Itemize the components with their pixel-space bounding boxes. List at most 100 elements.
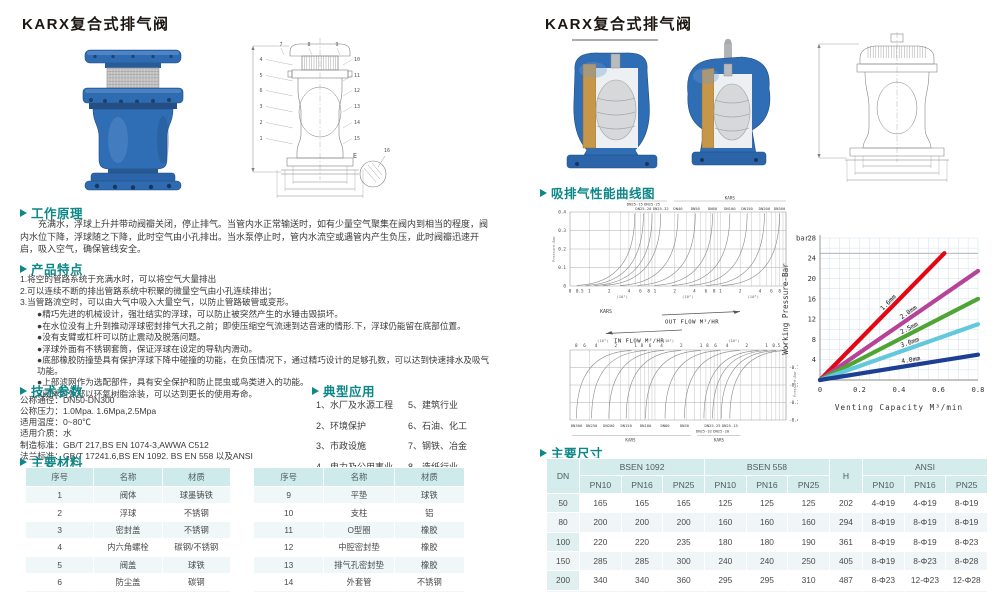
column-header: ANSI: [861, 457, 989, 477]
section-title: 技术参数: [31, 385, 84, 399]
drawing-callout: 6: [259, 88, 262, 94]
svg-text:8: 8: [778, 289, 781, 295]
svg-text:(10²): (10²): [663, 338, 674, 343]
arrow-icon: [20, 264, 27, 273]
svg-text:Pressure-Bar: Pressure-Bar: [793, 370, 797, 397]
table-cell: 8-Φ23: [945, 531, 988, 552]
table-cell: 340: [579, 570, 622, 591]
column-header: PN16: [903, 475, 947, 494]
drawing-callout: 15: [354, 136, 360, 142]
table-cell: 200: [662, 512, 705, 533]
table-cell: 220: [620, 531, 664, 552]
feature-item: ●上部滤网作为选配部件，具有安全保护和防止昆虫或鸟类进入的功能。: [37, 377, 309, 388]
section-header-working-principle: 工作原理: [20, 203, 83, 222]
table-cell: 285: [620, 550, 664, 572]
table-cell: 排气孔密封垫: [323, 555, 395, 574]
svg-text:Pressure-Bar: Pressure-Bar: [552, 235, 556, 262]
svg-text:Venting Capacity M³/min: Venting Capacity M³/min: [835, 403, 963, 412]
table-cell: 不锈钢: [393, 572, 466, 592]
table-header-row: 序号名称材质: [24, 467, 232, 487]
drawing-callout: 1: [259, 136, 262, 142]
svg-text:1: 1: [654, 289, 657, 295]
column-header: 材质: [393, 467, 466, 487]
column-header: 序号: [252, 467, 325, 487]
svg-text:20: 20: [808, 275, 816, 283]
table-cell: 8-Φ23: [903, 550, 947, 572]
section-header-applications: 典型应用: [312, 381, 375, 400]
svg-text:4: 4: [628, 289, 631, 295]
svg-text:DN25-20: DN25-20: [635, 206, 652, 211]
svg-text:DN25-15: DN25-15: [627, 202, 643, 207]
table-cell: 4: [24, 538, 95, 557]
svg-text:0: 0: [563, 284, 566, 290]
column-header: PN25: [787, 475, 830, 494]
column-header: PN10: [579, 475, 622, 494]
table-cell: 160: [745, 512, 789, 533]
section-title: 主要材料: [31, 456, 84, 470]
table-cell: 5: [24, 555, 95, 574]
svg-text:0.5: 0.5: [772, 343, 780, 349]
table-cell: 295: [745, 570, 789, 591]
table-cell: 8-Φ19: [861, 512, 905, 533]
table-cell: 密封盖: [93, 520, 163, 540]
svg-text:DN50: DN50: [691, 206, 701, 211]
column-header: 序号: [24, 467, 95, 487]
column-header: H: [828, 458, 863, 494]
table-cell: 165: [579, 492, 622, 514]
table-cell: 8-Φ23: [861, 570, 905, 591]
table-cell: 8-Φ28: [945, 550, 988, 572]
table-cell: 8-Φ19: [903, 531, 947, 552]
column-header: BSEN 558: [703, 457, 830, 477]
svg-text:DN250: DN250: [586, 423, 598, 428]
svg-text:0.6: 0.6: [932, 386, 945, 394]
svg-text:(10²): (10²): [682, 294, 693, 299]
section-header-curves: 吸排气性能曲线图: [540, 183, 655, 202]
svg-text:1: 1: [588, 289, 591, 295]
svg-text:DN200: DN200: [603, 423, 615, 428]
svg-text:6: 6: [649, 343, 652, 349]
cutaway-photo-2: [687, 38, 771, 166]
drawing-callout: E: [353, 152, 357, 160]
svg-text:0.3: 0.3: [558, 228, 566, 234]
column-header: PN16: [620, 475, 664, 494]
table-cell: 180: [745, 531, 789, 552]
table-cell: 1: [24, 485, 95, 505]
svg-text:KARS: KARS: [625, 438, 636, 443]
table-cell: 165: [620, 492, 664, 514]
feature-item: 2.可以连续不断的排出管路系统中积聚的微量空气由小孔连续排出；: [20, 285, 277, 296]
section-title: 典型应用: [323, 385, 376, 399]
table-cell: 300: [545, 589, 581, 592]
svg-text:0: 0: [569, 289, 572, 295]
feature-item: ●底部橡胶防撞垫具有保护浮球下降中碰撞的功能，在负压情况下，通过精巧设计的足够孔…: [37, 355, 490, 376]
section-title: 工作原理: [31, 207, 84, 221]
table-cell: 12-Φ23: [903, 570, 947, 591]
svg-text:DN25-20: DN25-20: [713, 429, 730, 434]
svg-text:8: 8: [647, 289, 650, 295]
svg-text:DN150: DN150: [741, 206, 753, 211]
table-cell: 4-Φ19: [861, 492, 905, 514]
section-title: 吸排气性能曲线图: [551, 187, 656, 201]
svg-text:1: 1: [700, 343, 703, 349]
table-cell: 球铁: [393, 485, 466, 505]
svg-text:4: 4: [660, 343, 663, 349]
svg-text:8: 8: [812, 336, 816, 344]
table-cell: 200: [579, 512, 622, 533]
svg-text:2: 2: [608, 289, 611, 295]
svg-text:0.1: 0.1: [558, 265, 566, 271]
svg-text:-0.3: -0.3: [789, 400, 798, 406]
svg-text:DN25-25: DN25-25: [705, 423, 721, 428]
table-cell: 125: [703, 492, 747, 514]
feature-item: ●浮球外面有不锈钢套筒，保证浮球在设定的导轨内滑动。: [37, 343, 258, 354]
table-cell: 202: [828, 492, 863, 514]
table-cell: 361: [828, 531, 863, 552]
feature-item: 1.将空的管路系统于充满水时，可以将空气大量排出: [20, 274, 217, 284]
